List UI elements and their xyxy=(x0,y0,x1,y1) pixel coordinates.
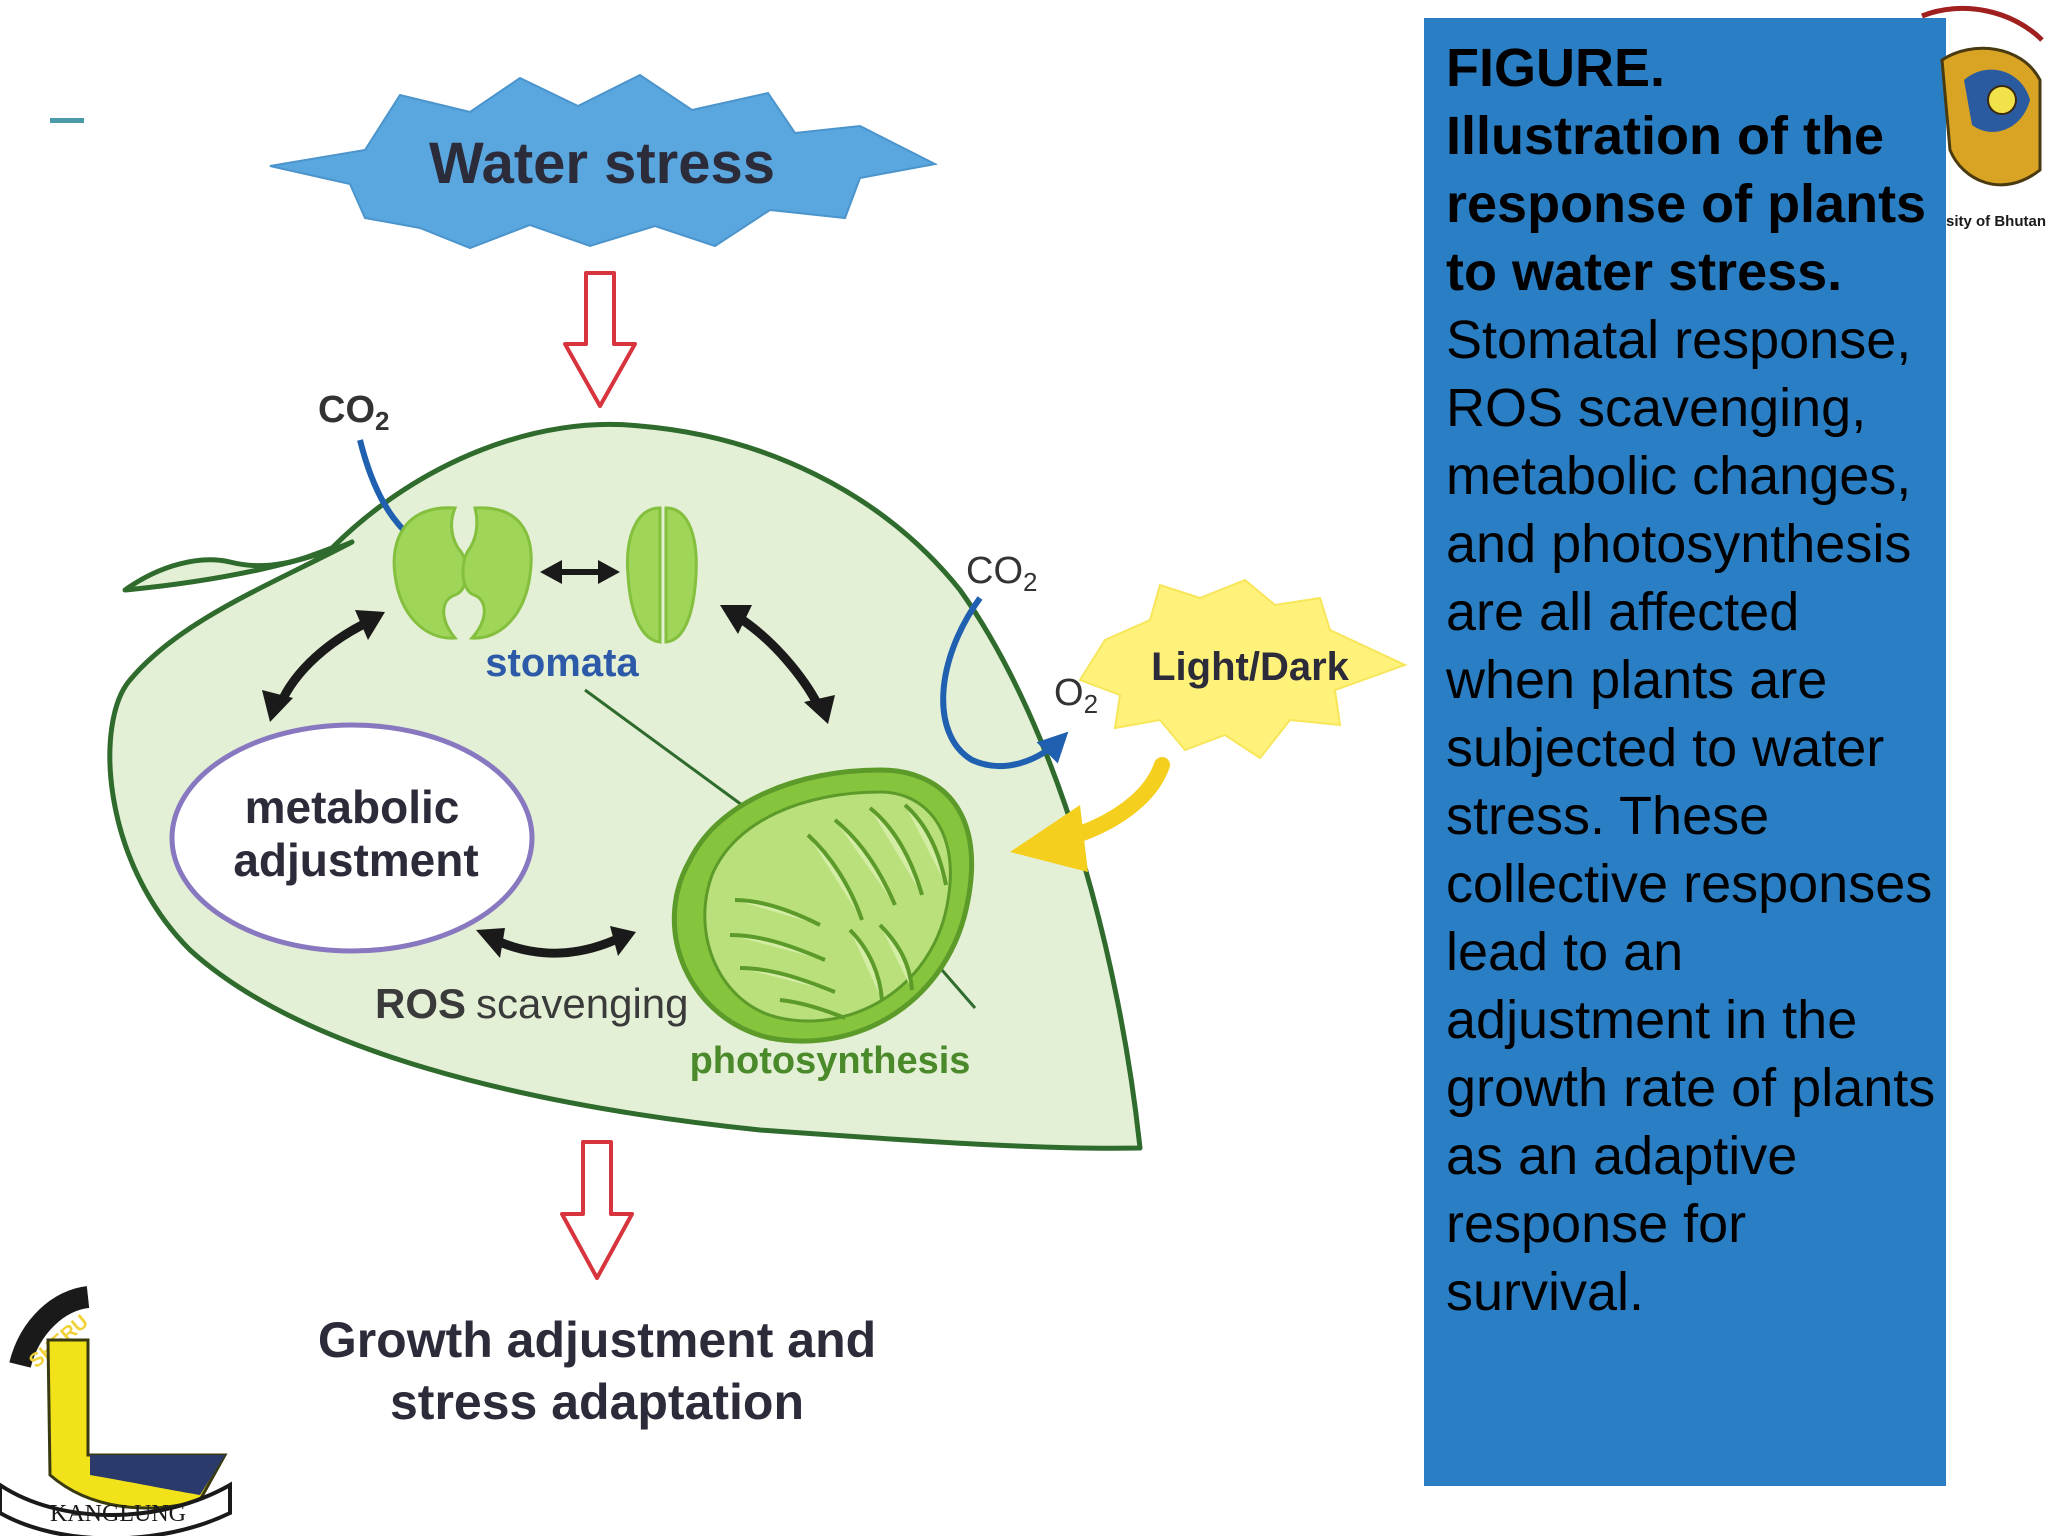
college-logo-banner-text: KANGLUNG xyxy=(50,1501,186,1527)
caption-body: Stomatal response, ROS scavenging, metab… xyxy=(1446,310,1936,1322)
light-dark-burst xyxy=(1078,578,1408,760)
arrow-stomata-photosynthesis xyxy=(720,605,835,724)
figure-caption-panel: FIGURE. Illustration of the response of … xyxy=(1424,18,1946,1486)
o2-label: O2 xyxy=(1054,672,1098,719)
light-arrow xyxy=(1010,757,1170,872)
metabolic-label-line2: adjustment xyxy=(233,834,478,886)
down-arrow-top xyxy=(563,271,637,408)
arrow-stomata-metabolic xyxy=(262,610,385,722)
stomata-double-arrow xyxy=(540,560,620,584)
down-arrow-bottom xyxy=(560,1140,634,1280)
outcome-line2: stress adaptation xyxy=(390,1374,804,1430)
arrow-metabolic-photosynthesis xyxy=(476,926,636,958)
stomata-open-icon xyxy=(392,506,533,640)
metabolic-adjustment-ellipse xyxy=(169,722,535,954)
photosynthesis-label: photosynthesis xyxy=(690,1040,971,1082)
water-stress-diagram: Water stress CO2 stomata metabolic adjus… xyxy=(107,73,1408,1430)
metabolic-label-line1: metabolic xyxy=(245,781,460,833)
stomata-label: stomata xyxy=(485,641,639,685)
water-stress-label: Water stress xyxy=(429,131,775,196)
co2-right-label: CO2 xyxy=(966,550,1037,597)
caption-title: FIGURE. Illustration of the response of … xyxy=(1446,38,1927,302)
chloroplast-icon xyxy=(671,767,975,1044)
college-logo-bottom-left: SHERU KANGLUNG xyxy=(0,1286,232,1536)
co2-o2-loop-arrow xyxy=(940,596,1069,770)
co2-top-label: CO2 xyxy=(318,389,389,436)
outcome-line1: Growth adjustment and xyxy=(318,1312,876,1368)
light-dark-label: Light/Dark xyxy=(1151,645,1350,689)
title-accent-dash xyxy=(50,118,84,123)
university-logo-text: sity of Bhutan xyxy=(1946,213,2046,230)
stomata-closed-icon xyxy=(625,506,698,644)
university-logo-top-right: sity of Bhutan xyxy=(1921,5,2046,230)
water-stress-burst xyxy=(269,73,939,250)
leaf-vein xyxy=(584,688,743,807)
